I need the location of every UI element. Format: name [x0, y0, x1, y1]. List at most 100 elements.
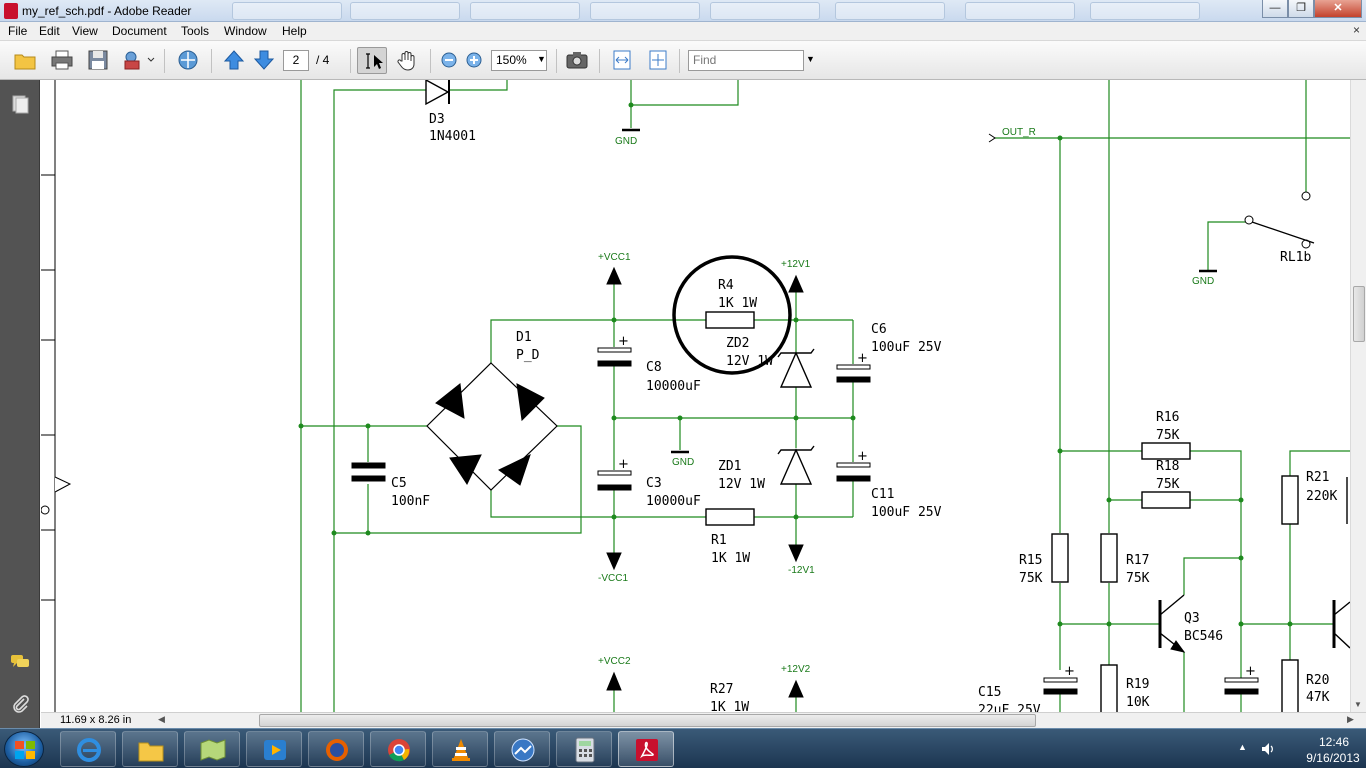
open-folder-icon[interactable]: [13, 49, 37, 71]
menu-window[interactable]: Window: [224, 24, 267, 38]
svg-text:BC546: BC546: [1184, 629, 1223, 644]
system-tray: ▲ 12:46 9/16/2013: [1232, 729, 1366, 768]
clock-time[interactable]: 12:46: [1318, 735, 1350, 749]
taskbar-chrome[interactable]: [370, 731, 426, 767]
fit-width-icon[interactable]: [610, 49, 634, 71]
menu-edit[interactable]: Edit: [39, 24, 60, 38]
scroll-right-arrow-icon[interactable]: ▶: [1347, 714, 1354, 724]
prev-page-icon[interactable]: [222, 49, 246, 71]
svg-text:75K: 75K: [1156, 428, 1180, 443]
zoom-in-icon[interactable]: [462, 49, 486, 71]
svg-text:+12V1: +12V1: [781, 259, 811, 270]
volume-icon[interactable]: [1260, 741, 1276, 757]
vertical-scroll-thumb[interactable]: [1353, 286, 1365, 342]
next-page-icon[interactable]: [252, 49, 276, 71]
taskbar-file-explorer[interactable]: [122, 731, 178, 767]
diode-d3: [425, 80, 450, 106]
scroll-left-arrow-icon[interactable]: ◀: [158, 714, 165, 724]
firefox-icon: [326, 739, 348, 761]
svg-text:C15: C15: [978, 685, 1001, 700]
save-icon[interactable]: [86, 49, 110, 71]
svg-text:+: +: [1245, 664, 1256, 679]
horizontal-scrollbar[interactable]: [259, 714, 1344, 727]
close-button[interactable]: ✕: [1314, 0, 1362, 18]
svg-text:47K: 47K: [1306, 690, 1330, 705]
svg-text:R17: R17: [1126, 553, 1149, 568]
taskbar-internet-explorer[interactable]: [60, 731, 116, 767]
svg-text:R19: R19: [1126, 677, 1149, 692]
select-tool-button[interactable]: [357, 47, 387, 74]
attachments-panel-icon[interactable]: [10, 694, 30, 714]
vlc-icon: [452, 739, 470, 761]
pages-panel-icon[interactable]: [10, 94, 30, 114]
svg-text:D3: D3: [429, 112, 445, 127]
toolbar: 2 / 4 150% ▼ Find ▼: [0, 41, 1366, 80]
status-bar: 11.69 x 8.26 in ◀ ▶: [41, 712, 1366, 728]
taskbar-network-tool[interactable]: [494, 731, 550, 767]
hand-tool-icon[interactable]: [396, 49, 420, 71]
snapshot-icon[interactable]: [565, 49, 589, 71]
vertical-scrollbar[interactable]: ▼: [1350, 80, 1366, 712]
maps-icon: [200, 739, 226, 761]
svg-text:ZD2: ZD2: [726, 336, 749, 351]
chevron-down-icon[interactable]: ▼: [537, 54, 546, 64]
taskbar-media-player[interactable]: [246, 731, 302, 767]
svg-text:100uF 25V: 100uF 25V: [871, 505, 942, 520]
horizontal-scroll-thumb[interactable]: [259, 714, 1036, 727]
taskbar: ▲ 12:46 9/16/2013: [0, 728, 1366, 768]
svg-text:12V 1W: 12V 1W: [726, 354, 773, 369]
show-hidden-icons-icon[interactable]: ▲: [1238, 742, 1247, 752]
share-icon[interactable]: [121, 49, 155, 71]
svg-text:GND: GND: [672, 457, 694, 468]
clock-date[interactable]: 9/16/2013: [1306, 751, 1360, 765]
start-button[interactable]: [4, 731, 44, 767]
svg-text:R20: R20: [1306, 673, 1329, 688]
svg-text:R1: R1: [711, 533, 727, 548]
comments-panel-icon[interactable]: [10, 652, 30, 672]
svg-text:C8: C8: [646, 360, 662, 375]
close-document-button[interactable]: ×: [1352, 23, 1360, 37]
taskbar-vlc[interactable]: [432, 731, 488, 767]
taskbar-firefox[interactable]: [308, 731, 364, 767]
menu-help[interactable]: Help: [282, 24, 307, 38]
toolbar-separator: [430, 49, 431, 73]
taskbar-maps[interactable]: [184, 731, 240, 767]
svg-text:C6: C6: [871, 322, 887, 337]
scroll-down-arrow-icon[interactable]: ▼: [1354, 700, 1362, 709]
transistor-q3: [1158, 594, 1186, 653]
zoom-level-select[interactable]: 150%: [491, 50, 547, 71]
svg-text:-12V1: -12V1: [788, 565, 815, 576]
svg-text:10000uF: 10000uF: [646, 494, 701, 509]
page-number-input[interactable]: 2: [283, 50, 309, 71]
zoom-out-icon[interactable]: [437, 49, 461, 71]
media-player-icon: [264, 740, 286, 760]
maximize-button[interactable]: ❐: [1288, 0, 1314, 18]
print-icon[interactable]: [50, 49, 74, 71]
taskbar-adobe-reader[interactable]: [618, 731, 674, 767]
chevron-down-icon[interactable]: ▼: [806, 54, 815, 64]
svg-text:+: +: [857, 351, 868, 366]
background-window-tab: [470, 2, 580, 20]
calculator-icon: [575, 737, 595, 763]
fit-page-icon[interactable]: [646, 49, 670, 71]
menu-view[interactable]: View: [72, 24, 98, 38]
find-input[interactable]: Find: [688, 50, 804, 71]
svg-text:GND: GND: [615, 136, 637, 147]
background-window-tab: [835, 2, 945, 20]
svg-text:-VCC1: -VCC1: [598, 573, 628, 584]
svg-text:75K: 75K: [1019, 571, 1043, 586]
menu-file[interactable]: File: [8, 24, 28, 38]
menu-tools[interactable]: Tools: [181, 24, 210, 38]
collaborate-icon[interactable]: [176, 49, 200, 71]
menu-document[interactable]: Document: [112, 24, 167, 38]
toolbar-separator: [556, 49, 557, 73]
document-view[interactable]: D3 1N4001 GND GND GND D1 P_D C5 100nF + …: [41, 80, 1350, 712]
taskbar-calculator[interactable]: [556, 731, 612, 767]
menu-bar: File Edit View Document Tools Window Hel…: [0, 22, 1366, 41]
svg-text:D1: D1: [516, 330, 532, 345]
file-explorer-icon: [138, 742, 164, 762]
svg-text:12V 1W: 12V 1W: [718, 477, 765, 492]
minimize-button[interactable]: —: [1262, 0, 1288, 18]
pdf-app-icon: [4, 3, 18, 19]
toolbar-separator: [164, 49, 165, 73]
